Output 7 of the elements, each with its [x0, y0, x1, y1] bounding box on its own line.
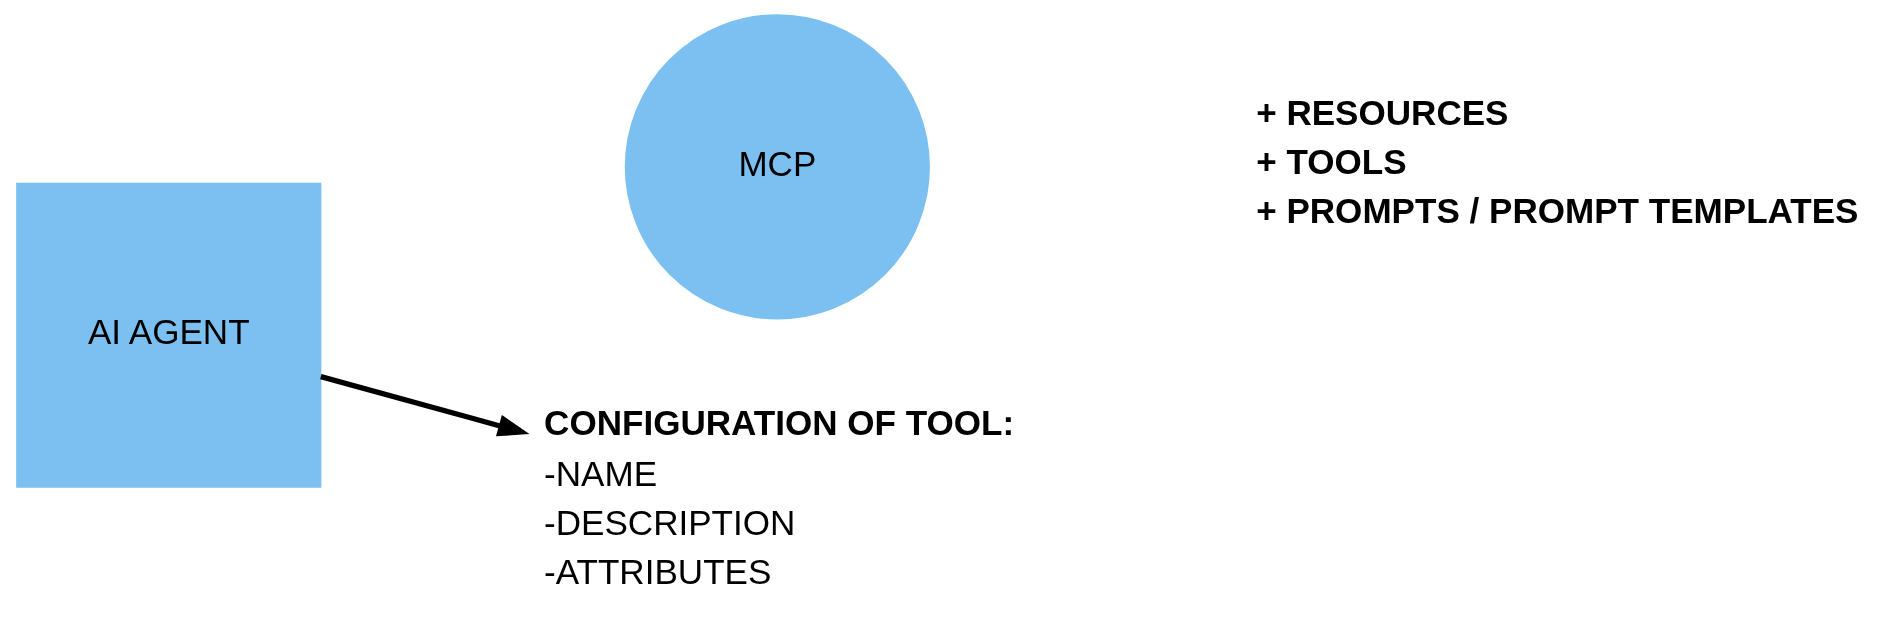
label: + PROMPTS / PROMPT TEMPLATES [1255, 190, 1858, 230]
label: + TOOLS [1255, 141, 1407, 181]
node-circle: MCP [624, 14, 930, 320]
arrow [319, 374, 529, 437]
label: + RESOURCES [1255, 92, 1509, 132]
node-box: AI AGENT [15, 182, 321, 488]
node-text: CONFIGURATION OF TOOL: -NAME -DESCRIPTION -ATTRIBUTES [543, 403, 1014, 592]
